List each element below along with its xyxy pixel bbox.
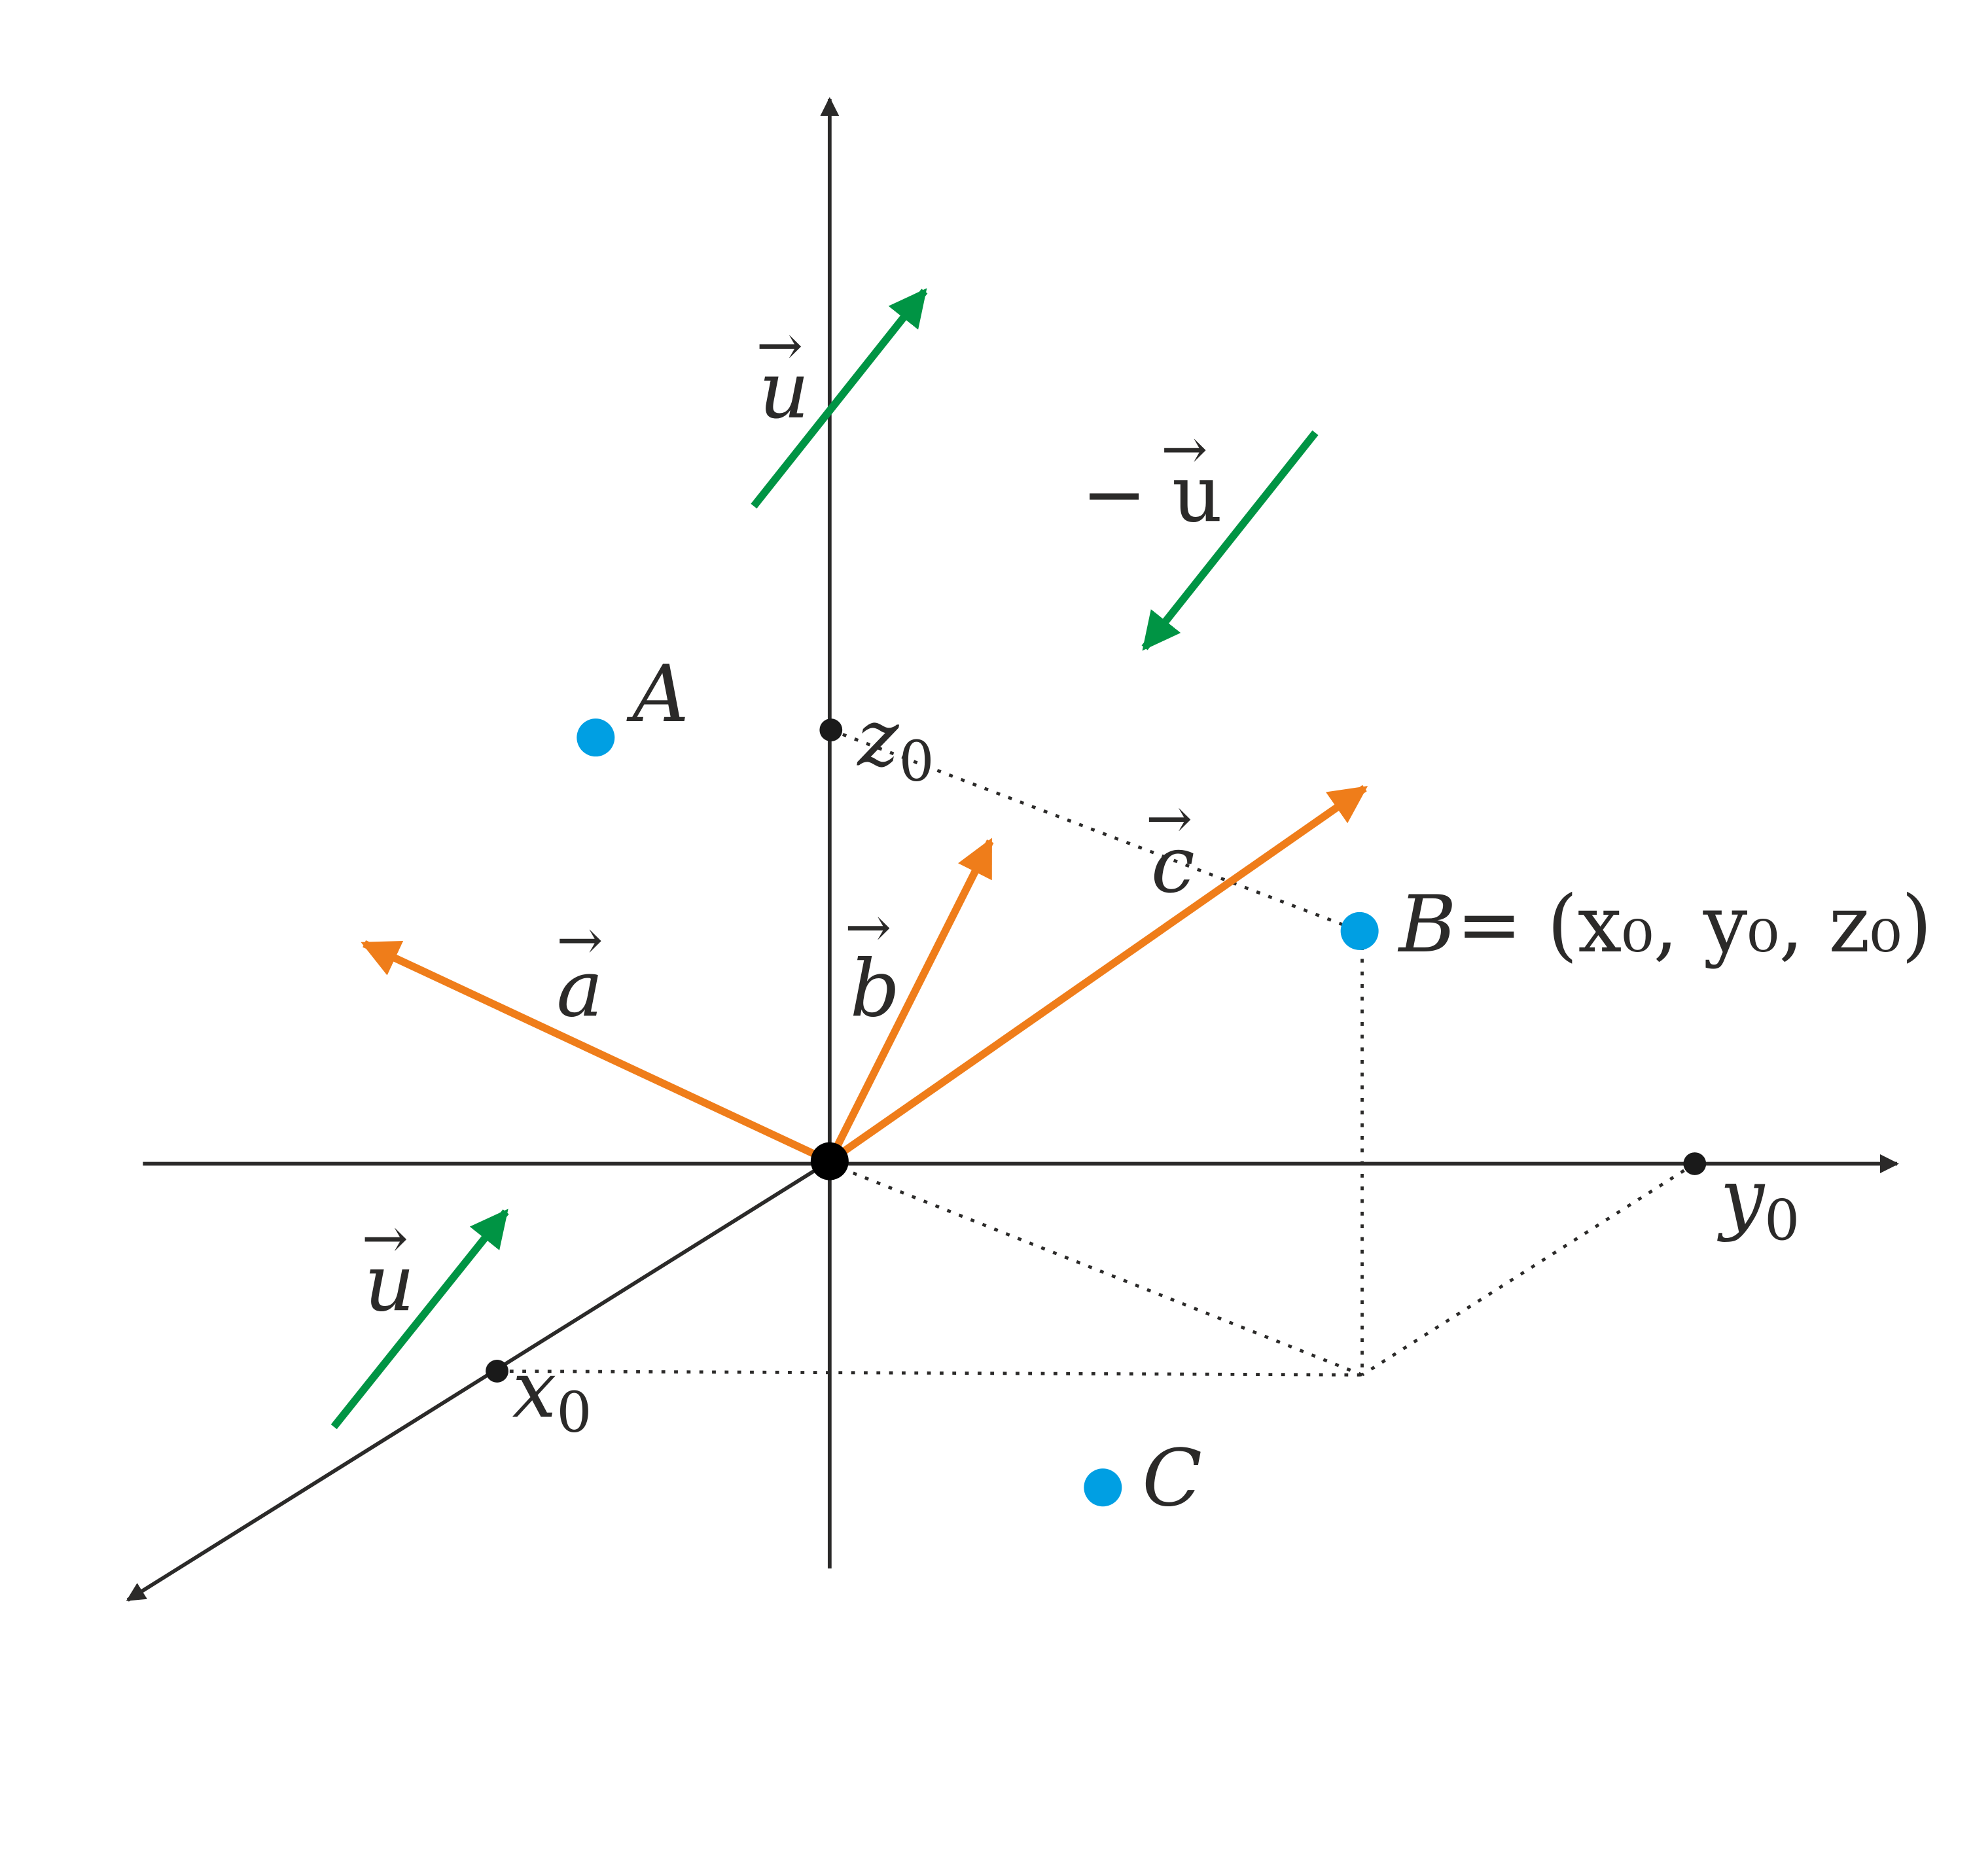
arrow-icon: →: [1161, 417, 1207, 482]
label-vector-u-top: →u: [756, 313, 809, 436]
arrow-icon: →: [1146, 787, 1192, 851]
x-axis: [126, 1159, 831, 1602]
origin-dot: [810, 1142, 849, 1180]
x0-dot: [486, 1360, 508, 1383]
label-x0: x0: [512, 1345, 592, 1445]
point-B: [1340, 911, 1379, 950]
vector-u-bottom: [330, 1209, 509, 1430]
point-A: [577, 718, 615, 757]
point-C: [1084, 1468, 1122, 1507]
label-vector-a: →a: [556, 908, 603, 1035]
vector-b: [826, 838, 994, 1163]
y0-dot: [1683, 1152, 1707, 1175]
label-C: C: [1142, 1433, 1202, 1524]
label-y0: y0: [1716, 1152, 1800, 1253]
vector-minus-u: [1141, 430, 1319, 651]
vector-a: [361, 940, 832, 1165]
vector-u-top: [751, 288, 928, 509]
label-vector-u-bottom: →u: [362, 1207, 415, 1330]
label-vector-b: →b: [845, 895, 900, 1035]
z0-dot: [819, 718, 843, 741]
label-vector-c: →c: [1146, 787, 1195, 911]
projection-lines: [497, 728, 1696, 1377]
label-z0: z0: [856, 694, 934, 794]
label-B: B= (x₀, y₀, z₀): [1398, 879, 1932, 970]
arrow-icon: →: [756, 313, 803, 378]
arrow-icon: →: [362, 1207, 408, 1271]
arrow-icon: →: [845, 895, 891, 960]
vector-c: [827, 785, 1368, 1165]
label-A: A: [626, 649, 689, 740]
label-vector-minus-u: →− u: [1081, 417, 1222, 540]
arrow-icon: →: [556, 908, 603, 972]
